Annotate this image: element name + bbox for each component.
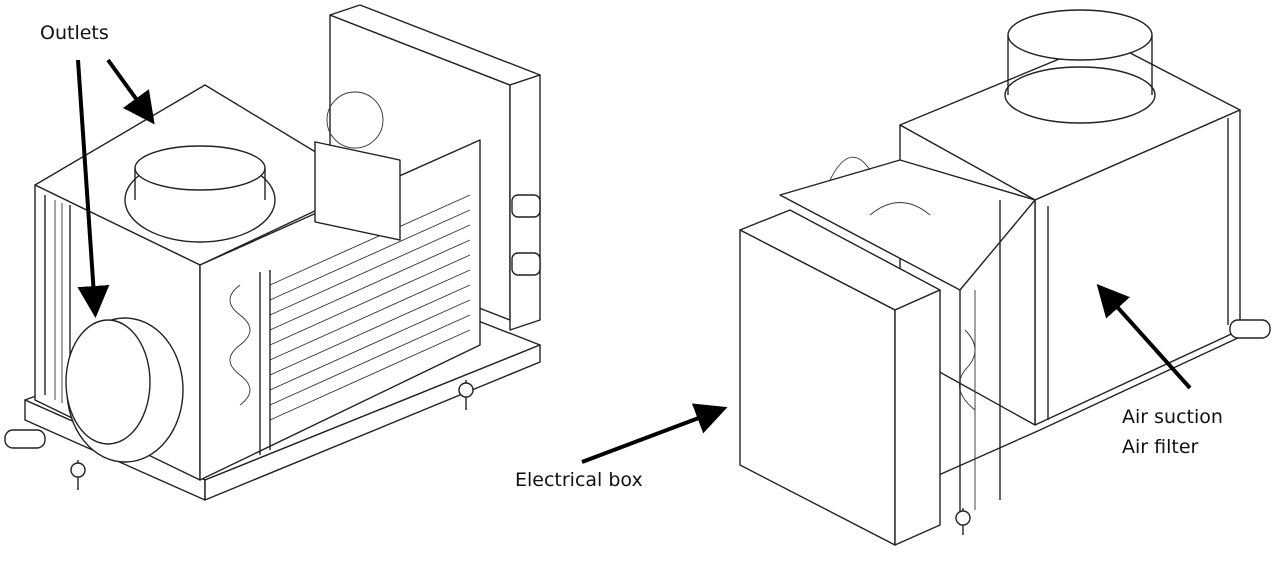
- callout-arrows: [76, 58, 1192, 464]
- label-electrical-box: Electrical box: [515, 469, 643, 491]
- left-unit-drawing: [4, 4, 541, 501]
- electrical-box: [739, 209, 941, 546]
- right-unit-drawing: [739, 9, 1271, 546]
- arrow-air-suction: [1096, 284, 1192, 390]
- label-outlets: Outlets: [40, 22, 109, 44]
- left-fan-area: [229, 91, 401, 406]
- left-feet: [70, 380, 474, 490]
- left-coil-fins: [259, 194, 471, 455]
- arrow-outlets-top: [106, 58, 155, 125]
- top-outlet-collar: [124, 145, 276, 243]
- arrow-electrical-box: [581, 403, 728, 464]
- arrow-outlets-front: [76, 59, 110, 318]
- right-piping-area: [779, 156, 1036, 520]
- left-connectors: [4, 194, 541, 449]
- front-outlet-collar: [65, 317, 184, 463]
- label-air-filter: Air filter: [1122, 436, 1199, 458]
- label-air-suction: Air suction: [1122, 406, 1223, 428]
- right-top-collar: [1004, 9, 1156, 124]
